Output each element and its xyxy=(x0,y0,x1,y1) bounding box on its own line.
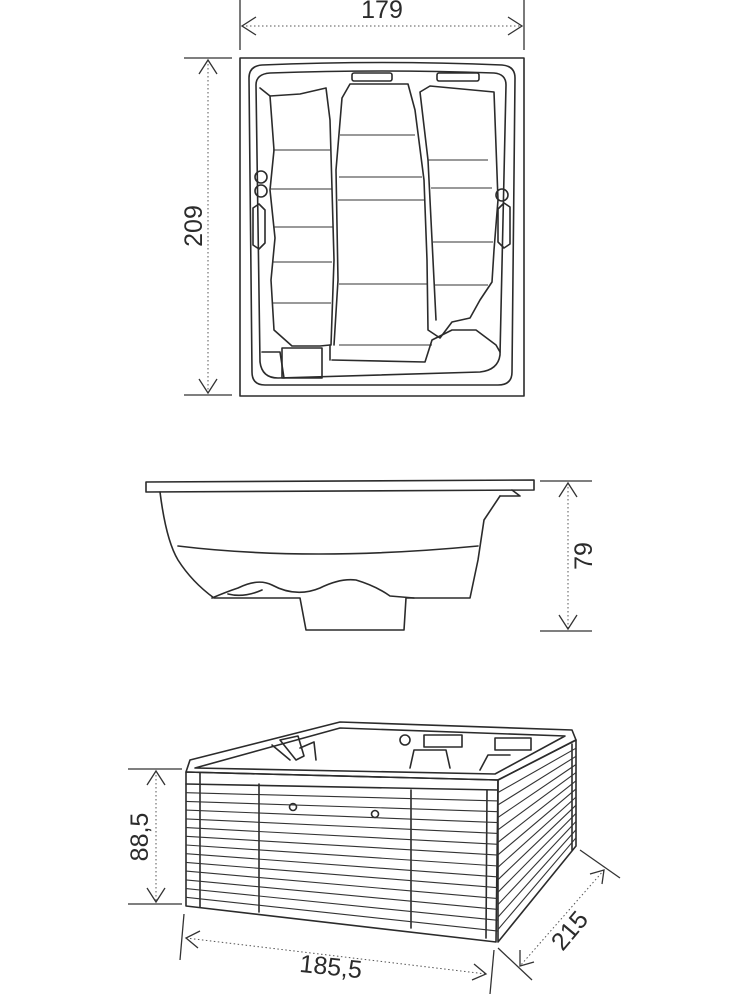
side-slat-line xyxy=(497,813,577,893)
side-slat-line xyxy=(497,772,577,831)
top-width-label: 179 xyxy=(361,0,403,24)
side-slat-line xyxy=(497,837,577,930)
front-slat-line xyxy=(185,844,499,867)
panel-height-dimension xyxy=(128,768,182,905)
front-slat-line xyxy=(185,809,499,824)
side-view xyxy=(145,479,592,632)
width-dimension xyxy=(239,0,525,50)
side-slat-line xyxy=(497,804,577,881)
front-slat-line xyxy=(185,800,499,813)
panel-width-label: 185,5 xyxy=(298,950,363,984)
front-slat-line xyxy=(185,792,499,802)
side-slat-line xyxy=(497,788,577,856)
front-slat-line xyxy=(185,870,499,900)
front-slat-line xyxy=(185,827,499,845)
side-slat-line xyxy=(497,796,577,868)
side-slats xyxy=(497,747,577,930)
front-slat-line xyxy=(185,861,499,889)
front-slat-line xyxy=(185,879,499,910)
side-slat-line xyxy=(497,821,577,905)
side-slat-line xyxy=(497,747,577,793)
panel-view xyxy=(128,721,621,995)
side-slat-line xyxy=(497,755,577,806)
side-height-label: 79 xyxy=(570,542,598,570)
front-slat-line xyxy=(185,896,499,932)
side-slat-line xyxy=(497,780,577,843)
panel-width-dimension xyxy=(179,913,495,995)
front-slat-line xyxy=(185,818,499,834)
front-slat-line xyxy=(185,888,499,921)
side-slat-line xyxy=(497,829,577,918)
panel-depth-label: 215 xyxy=(546,906,594,956)
front-slat-line xyxy=(185,853,499,878)
top-view xyxy=(184,0,525,397)
panel-depth-dimension xyxy=(497,849,621,981)
front-slat-line xyxy=(185,835,499,856)
side-slat-line xyxy=(497,764,577,818)
length-dimension xyxy=(184,57,232,396)
panel-height-label: 88,5 xyxy=(126,813,154,862)
front-slats xyxy=(185,792,499,932)
top-length-label: 209 xyxy=(180,205,208,247)
height-dimension xyxy=(540,480,592,632)
